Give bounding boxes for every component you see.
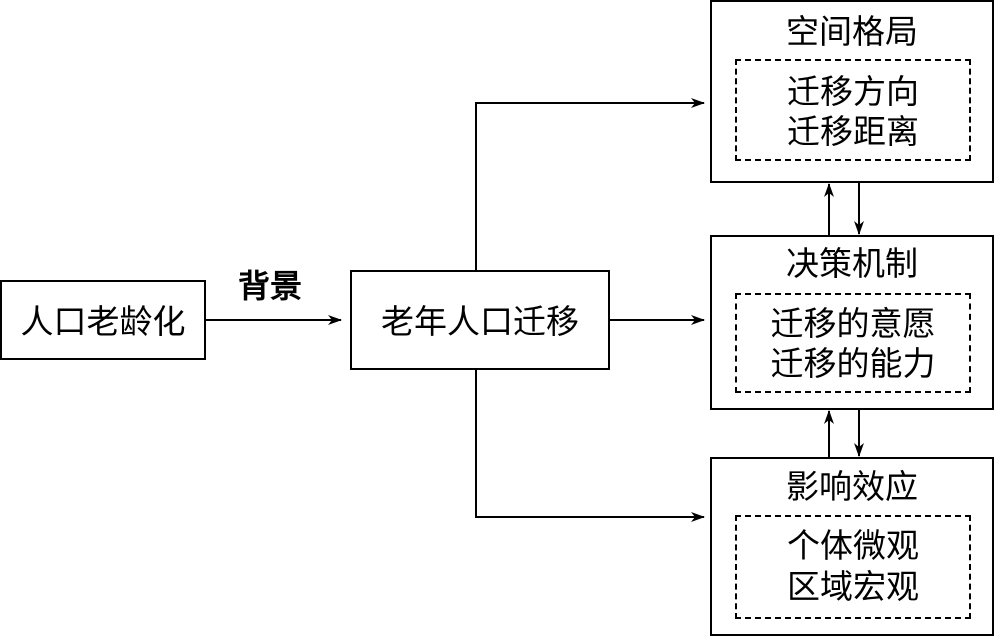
node-effect-title: 影响效应 <box>786 467 918 506</box>
edge-label-background: 背景 <box>238 267 303 305</box>
node-effect-item: 个体微观 <box>787 526 919 565</box>
node-effect-item: 区域宏观 <box>787 567 919 606</box>
node-spatial-inner: 迁移方向 迁移距离 <box>735 59 971 161</box>
node-decision-item: 迁移的能力 <box>770 344 936 383</box>
node-aging-label: 人口老龄化 <box>20 302 186 341</box>
node-decision: 决策机制 迁移的意愿 迁移的能力 <box>710 235 994 410</box>
node-effect: 影响效应 个体微观 区域宏观 <box>710 457 994 636</box>
node-aging: 人口老龄化 <box>0 280 206 360</box>
node-spatial-item: 迁移方向 <box>787 72 919 111</box>
node-effect-inner: 个体微观 区域宏观 <box>735 515 971 619</box>
arrow-migration-to-spatial <box>475 98 705 270</box>
node-migration-label: 老年人口迁移 <box>381 302 579 341</box>
node-spatial-title: 空间格局 <box>786 12 918 51</box>
arrow-migration-to-effect <box>475 370 705 522</box>
node-decision-item: 迁移的意愿 <box>770 304 936 343</box>
node-migration: 老年人口迁移 <box>350 270 610 370</box>
node-decision-title: 决策机制 <box>786 244 918 283</box>
node-decision-inner: 迁移的意愿 迁移的能力 <box>735 293 971 393</box>
node-spatial: 空间格局 迁移方向 迁移距离 <box>710 0 994 183</box>
node-spatial-item: 迁移距离 <box>787 112 919 151</box>
